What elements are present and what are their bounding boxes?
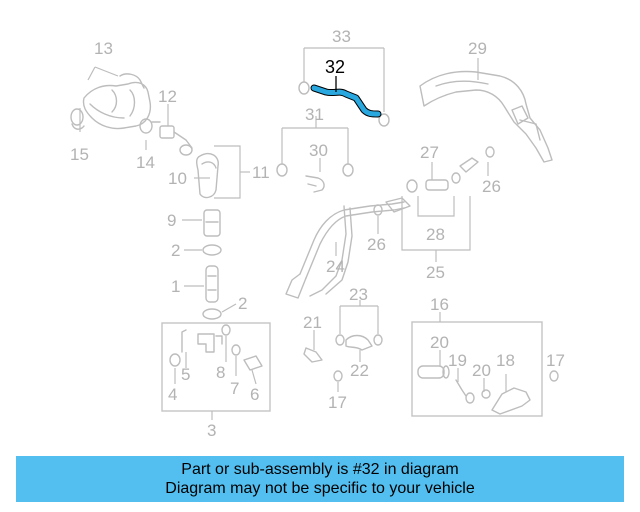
label-24: 24 [326, 257, 345, 276]
label-8: 8 [216, 363, 225, 382]
part-23-clamp-right [373, 334, 383, 346]
label-19: 19 [448, 351, 467, 370]
label-14: 14 [136, 153, 155, 172]
part-27-valve [406, 146, 495, 193]
label-4: 4 [168, 385, 177, 404]
label-16: 16 [430, 295, 449, 314]
part-14-clamp [139, 118, 161, 134]
part-2-clamp-lower [202, 308, 222, 320]
part-21-sensor [303, 347, 323, 363]
label-12: 12 [158, 87, 177, 106]
part-12-fitting [159, 125, 193, 156]
label-20-right: 20 [472, 361, 491, 380]
part-2-clamp-upper [202, 244, 222, 256]
label-31: 31 [305, 105, 324, 124]
label-1: 1 [171, 277, 180, 296]
part-23-clamp-left [335, 334, 345, 346]
part-33-clamp-left [298, 81, 310, 95]
label-17-left: 17 [328, 393, 347, 412]
part-16-contents [417, 365, 531, 415]
label-32: 32 [325, 57, 345, 77]
part-16-group-box [411, 321, 543, 417]
label-13: 13 [94, 39, 113, 58]
label-3: 3 [207, 421, 216, 440]
part-24-long-pipe [285, 197, 411, 299]
part-30-hose [305, 175, 325, 193]
part-9-connector [203, 209, 221, 237]
part-1-tube [205, 265, 219, 303]
label-18: 18 [496, 351, 515, 370]
label-10: 10 [168, 169, 187, 188]
part-3-group-box [161, 322, 271, 412]
part-17-clamp [333, 370, 343, 382]
banner-part-line: Part or sub-assembly is #32 in diagram [181, 461, 459, 478]
part-31-clamp-right [342, 163, 354, 177]
label-11: 11 [252, 163, 270, 182]
part-31-clamp-left [276, 163, 288, 177]
label-9: 9 [167, 211, 176, 230]
part-33-clamp-right [378, 113, 390, 127]
label-26-left: 26 [367, 235, 386, 254]
part-29-pipe-bracket [419, 70, 553, 163]
part-3-contents [169, 324, 263, 371]
label-27: 27 [420, 143, 439, 162]
label-33: 33 [332, 27, 351, 46]
banner-disclaimer-line: Diagram may not be specific to your vehi… [165, 480, 475, 497]
label-2-lower: 2 [238, 294, 247, 313]
label-21: 21 [303, 313, 322, 332]
label-29: 29 [468, 39, 487, 58]
part-10-elbow-hose [195, 152, 219, 199]
label-5: 5 [181, 365, 190, 384]
label-15: 15 [70, 145, 89, 164]
label-26-right: 26 [482, 177, 501, 196]
label-6: 6 [250, 385, 259, 404]
info-banner: Part or sub-assembly is #32 in diagram D… [16, 456, 624, 502]
label-7: 7 [230, 379, 239, 398]
label-22: 22 [350, 361, 369, 380]
part-13-hose-assembly [70, 73, 152, 130]
label-2-upper: 2 [171, 241, 180, 260]
label-30: 30 [309, 141, 328, 160]
label-23: 23 [349, 285, 368, 304]
label-28: 28 [426, 225, 445, 244]
part-22-small-hose [345, 334, 373, 351]
part-17-clamp-right [549, 370, 559, 382]
label-25: 25 [426, 263, 445, 282]
part-32-hose-highlighted [310, 84, 382, 118]
label-20-left: 20 [430, 333, 449, 352]
label-17-right: 17 [546, 351, 565, 370]
